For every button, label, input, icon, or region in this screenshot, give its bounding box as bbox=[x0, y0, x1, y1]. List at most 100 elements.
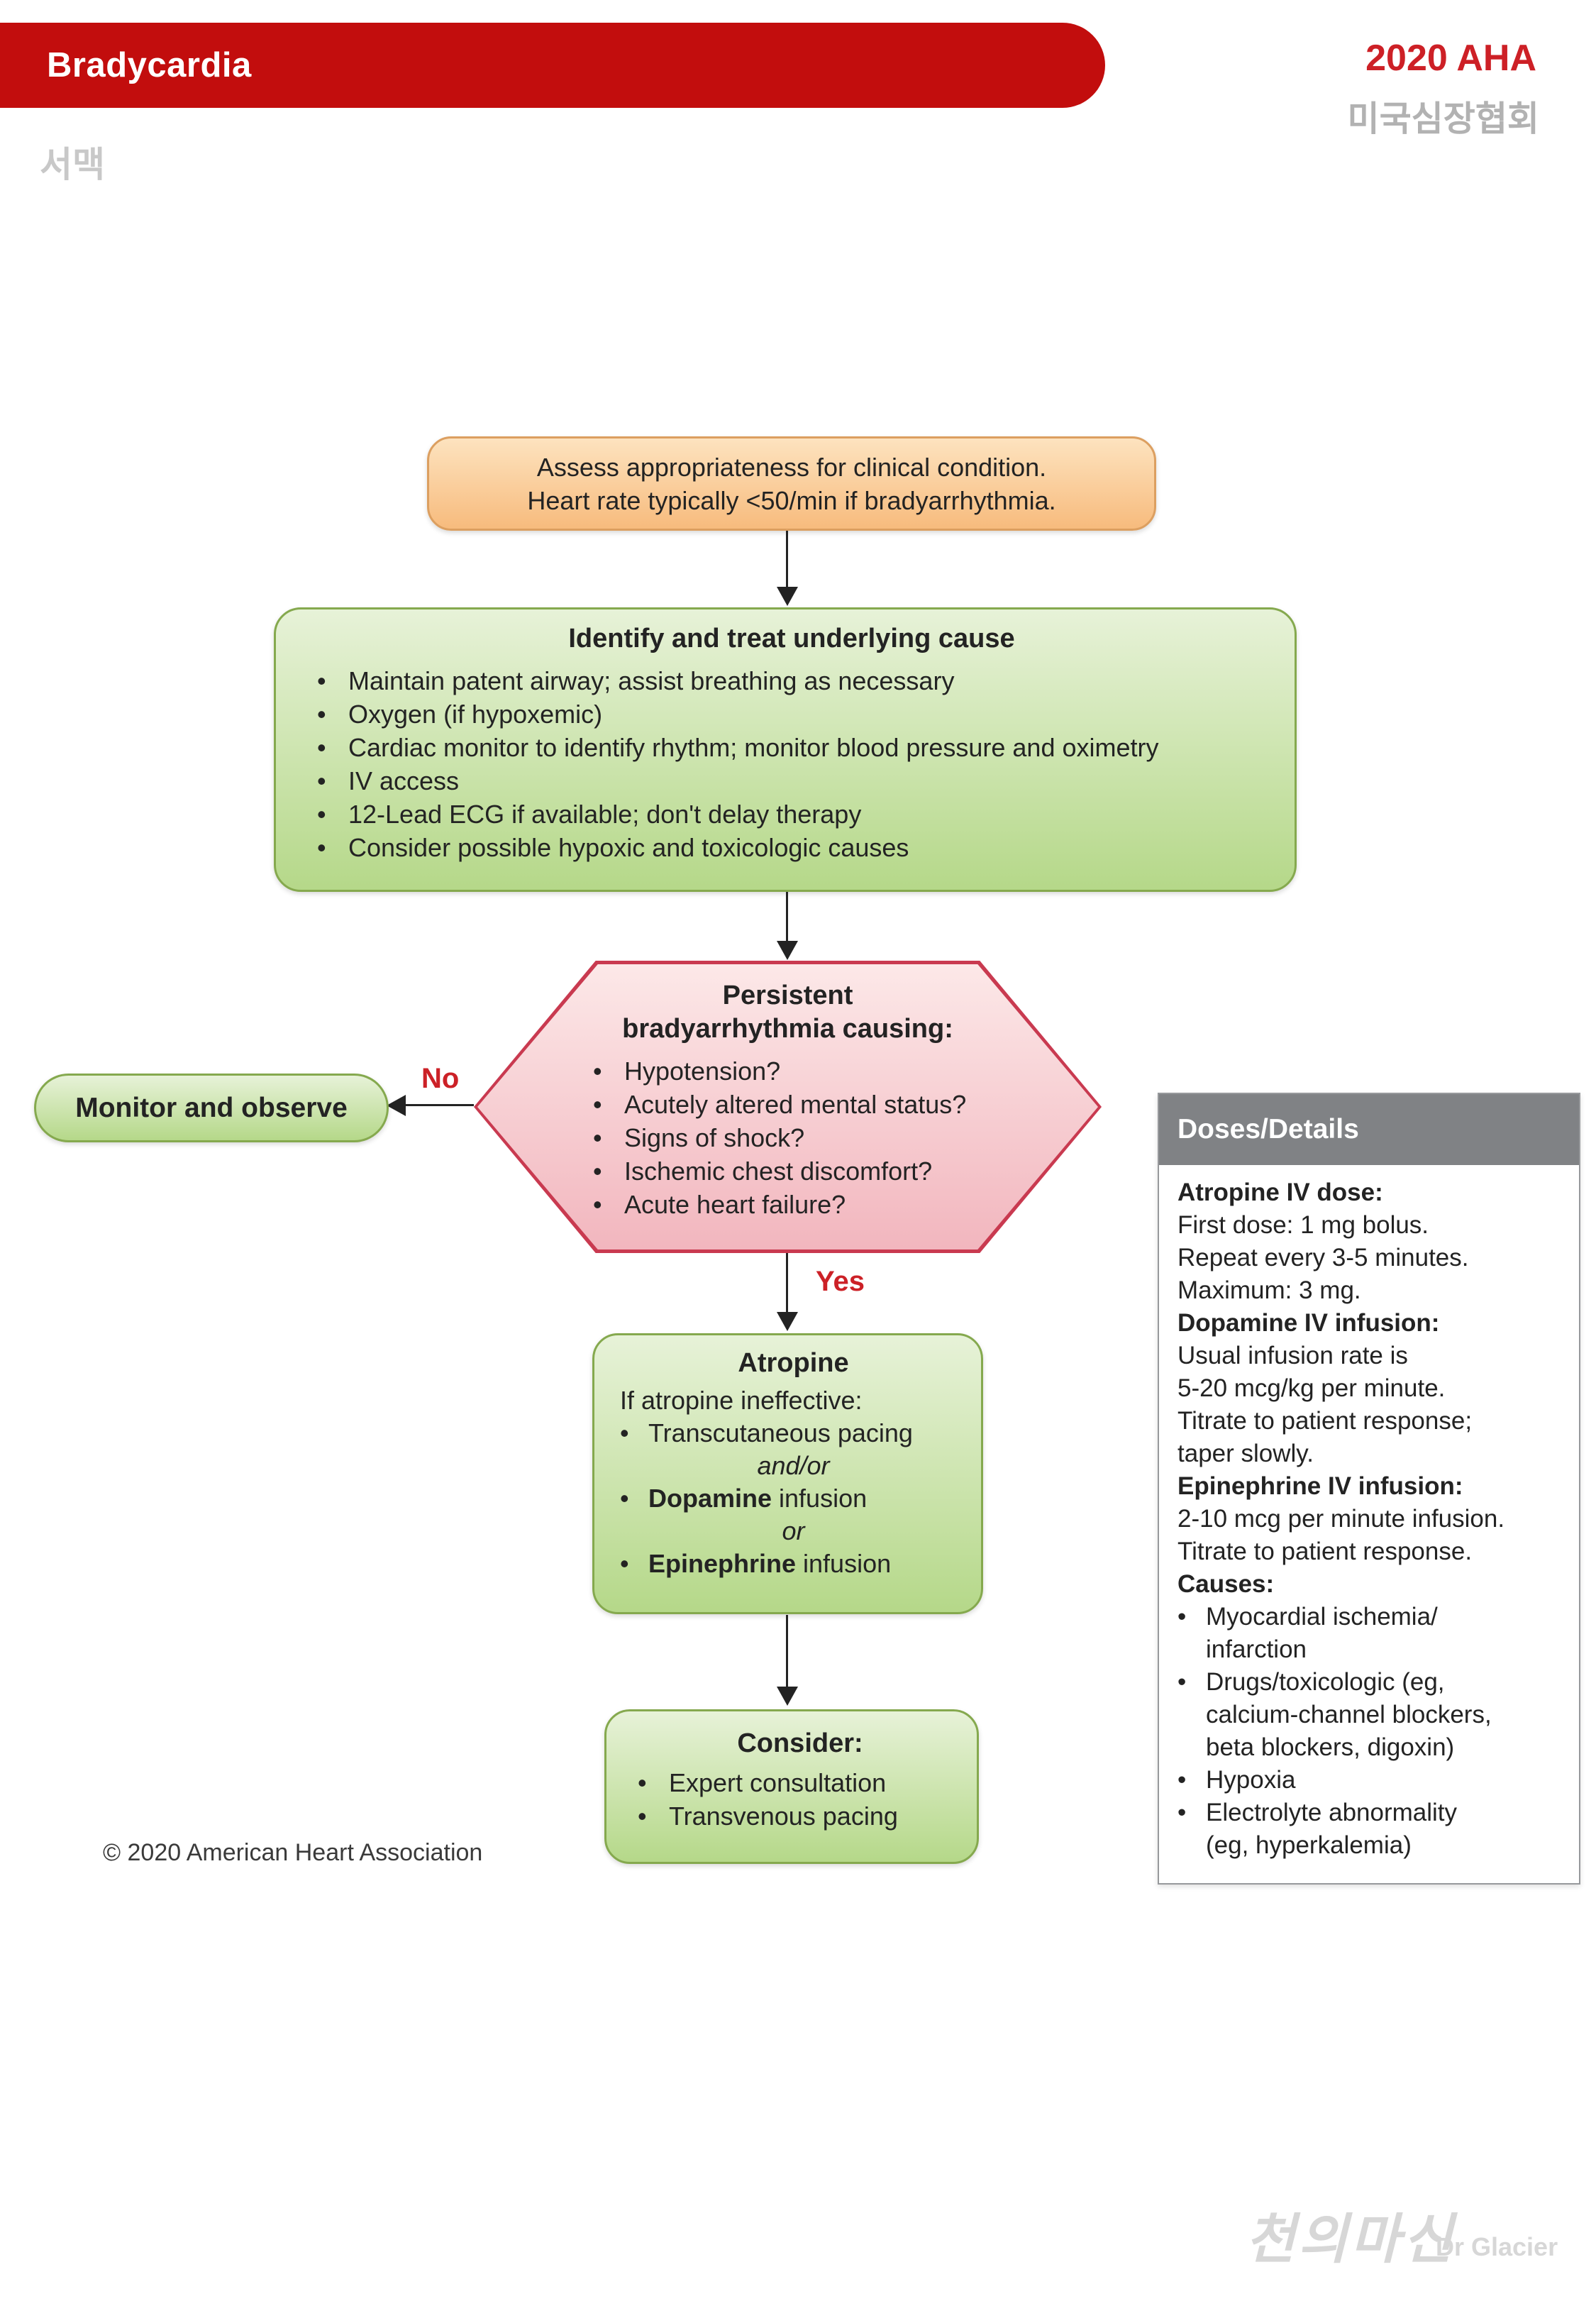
cause-line: infarction bbox=[1206, 1635, 1307, 1663]
monitor-observe-box: Monitor and observe bbox=[34, 1074, 389, 1142]
bullet-icon: • bbox=[638, 1802, 647, 1831]
monitor-label: Monitor and observe bbox=[75, 1093, 348, 1123]
dose-line: First dose: 1 mg bolus. bbox=[1177, 1211, 1429, 1239]
bullet-icon: • bbox=[317, 833, 326, 862]
bullet-icon: • bbox=[593, 1123, 602, 1152]
doses-details-panel: Doses/Details Atropine IV dose: First do… bbox=[1158, 1093, 1580, 1885]
cause-line: Myocardial ischemia/ bbox=[1206, 1603, 1438, 1631]
watermark-author: Dr Glacier bbox=[1436, 2232, 1558, 2261]
consider-box: Consider: • Expert consultation • Transven… bbox=[604, 1709, 979, 1864]
decision-bullet-text: Hypotension? bbox=[624, 1057, 781, 1086]
arrow-head-1 bbox=[777, 587, 798, 606]
decision-bullet: • Hypotension? bbox=[593, 1054, 1102, 1088]
assess-line-1: Assess appropriateness for clinical cond… bbox=[536, 452, 1047, 482]
consider-bullet: • Expert consultation bbox=[638, 1766, 963, 1799]
cause-line: calcium-channel blockers, bbox=[1206, 1701, 1492, 1728]
cause-bullet: • Drugs/toxicologic (eg, calcium-channel b… bbox=[1177, 1666, 1566, 1764]
doses-panel-header: Doses/Details bbox=[1159, 1094, 1579, 1165]
decision-hexagon-fill bbox=[477, 964, 1098, 1249]
identify-bullet: • Cardiac monitor to identify rhythm; mon… bbox=[317, 731, 1266, 764]
identify-bullet-text: Oxygen (if hypoxemic) bbox=[348, 700, 603, 729]
arrow-head-2 bbox=[777, 941, 798, 960]
bullet-icon: • bbox=[593, 1057, 602, 1086]
atropine-connector-1: and/or bbox=[757, 1451, 830, 1480]
consider-bullet-text: Transvenous pacing bbox=[669, 1802, 898, 1831]
decision-bullet-text: Acutely altered mental status? bbox=[624, 1090, 967, 1119]
subtitle-korean: 서맥 bbox=[40, 145, 105, 184]
epinephrine-rest: infusion bbox=[796, 1549, 892, 1578]
identify-bullet-text: 12-Lead ECG if available; don't delay th… bbox=[348, 800, 862, 829]
bullet-icon: • bbox=[638, 1768, 647, 1797]
no-arrow-line bbox=[404, 1104, 474, 1106]
arrow-line-1 bbox=[786, 531, 788, 587]
bullet-icon: • bbox=[1177, 1603, 1187, 1631]
bullet-icon: • bbox=[620, 1549, 629, 1578]
dose-line: Titrate to patient response; bbox=[1177, 1407, 1473, 1435]
consider-bullet-text: Expert consultation bbox=[669, 1768, 887, 1797]
atropine-bullet-3: • Epinephrine infusion bbox=[620, 1548, 967, 1580]
cause-text: Electrolyte abnormality(eg, hyperkalemia… bbox=[1206, 1797, 1457, 1862]
cause-bullet: • Myocardial ischemia/infarction bbox=[1177, 1601, 1566, 1666]
dose-line: 2-10 mcg per minute infusion. bbox=[1177, 1505, 1505, 1533]
atropine-intro: If atropine ineffective: bbox=[620, 1386, 863, 1415]
cause-text: Hypoxia bbox=[1206, 1764, 1295, 1797]
atropine-title: Atropine bbox=[738, 1348, 849, 1378]
dose-line: Usual infusion rate is bbox=[1177, 1342, 1408, 1369]
bullet-icon: • bbox=[317, 800, 326, 829]
dopamine-bold: Dopamine bbox=[648, 1484, 772, 1513]
bullet-icon: • bbox=[620, 1418, 629, 1447]
identify-bullet-text: Maintain patent airway; assist breathing… bbox=[348, 666, 955, 695]
epinephrine-dose-heading: Epinephrine IV infusion: bbox=[1177, 1472, 1463, 1500]
no-branch-label: No bbox=[421, 1063, 460, 1094]
cause-line: Electrolyte abnormality bbox=[1206, 1799, 1458, 1826]
epinephrine-bold: Epinephrine bbox=[648, 1549, 797, 1578]
decision-bullet-text: Signs of shock? bbox=[624, 1123, 805, 1152]
atropine-bullet-3-text: Epinephrine infusion bbox=[648, 1548, 891, 1580]
decision-bullet: • Acutely altered mental status? bbox=[593, 1088, 1102, 1121]
bullet-icon: • bbox=[317, 700, 326, 729]
cause-bullet: •Electrolyte abnormality(eg, hyperkalemi… bbox=[1177, 1797, 1566, 1862]
decision-bullet-text: Acute heart failure? bbox=[624, 1190, 846, 1219]
dopamine-dose-heading: Dopamine IV infusion: bbox=[1177, 1309, 1440, 1337]
bullet-icon: • bbox=[317, 666, 326, 695]
cause-text: Myocardial ischemia/infarction bbox=[1206, 1601, 1438, 1666]
bullet-icon: • bbox=[317, 733, 326, 762]
identify-bullet: • 12-Lead ECG if available; don't delay t… bbox=[317, 798, 1266, 831]
doses-panel-body: Atropine IV dose: First dose: 1 mg bolus… bbox=[1159, 1165, 1579, 1862]
atropine-bullet-2: •Dopamine infusion bbox=[620, 1482, 967, 1515]
bullet-icon: • bbox=[317, 766, 326, 795]
dose-line: Repeat every 3-5 minutes. bbox=[1177, 1244, 1469, 1271]
dose-line: 5-20 mcg/kg per minute. bbox=[1177, 1374, 1446, 1402]
identify-treat-box: Identify and treat underlying cause • Mai… bbox=[274, 607, 1297, 892]
arrow-line-2 bbox=[786, 892, 788, 942]
edition-korean-label: 미국심장협회 bbox=[1347, 100, 1539, 138]
decision-bullet: • Signs of shock? bbox=[593, 1121, 1102, 1154]
atropine-bullet-1-text: Transcutaneous pacing bbox=[648, 1418, 913, 1447]
consider-title: Consider: bbox=[737, 1728, 863, 1758]
identify-bullet: • Consider possible hypoxic and toxicolog… bbox=[317, 831, 1266, 864]
identify-bullet-text: Consider possible hypoxic and toxicologi… bbox=[348, 833, 909, 862]
decision-hexagon: Persistent bradyarrhythmia causing: • Hyp… bbox=[474, 961, 1102, 1253]
bullet-icon: • bbox=[593, 1090, 602, 1119]
identify-title: Identify and treat underlying cause bbox=[568, 624, 1015, 653]
decision-bullet-text: Ischemic chest discomfort? bbox=[624, 1157, 933, 1186]
bullet-icon: • bbox=[1177, 1668, 1187, 1696]
page-title: Bradycardia bbox=[47, 46, 252, 84]
identify-bullet-text: Cardiac monitor to identify rhythm; moni… bbox=[348, 733, 1159, 762]
yes-branch-label: Yes bbox=[816, 1266, 865, 1297]
dopamine-rest: infusion bbox=[772, 1484, 868, 1513]
atropine-dose-heading: Atropine IV dose: bbox=[1177, 1179, 1383, 1206]
atropine-bullet-1: • Transcutaneous pacing bbox=[620, 1417, 967, 1450]
dose-line: Maximum: 3 mg. bbox=[1177, 1276, 1361, 1304]
edition-label: 2020 AHA bbox=[1365, 38, 1536, 79]
identify-bullet: • Oxygen (if hypoxemic) bbox=[317, 697, 1266, 731]
decision-title-line1: Persistent bbox=[722, 981, 853, 1010]
cause-text: Drugs/toxicologic (eg, calcium-channel bl… bbox=[1206, 1666, 1492, 1764]
atropine-connector-2: or bbox=[782, 1516, 805, 1545]
cause-line: Drugs/toxicologic (eg, bbox=[1206, 1668, 1445, 1696]
decision-title-line2: bradyarrhythmia causing: bbox=[622, 1014, 953, 1044]
no-arrow-head bbox=[387, 1095, 406, 1116]
dose-line: Titrate to patient response. bbox=[1177, 1538, 1473, 1565]
identify-bullet: •IV access bbox=[317, 764, 1266, 798]
